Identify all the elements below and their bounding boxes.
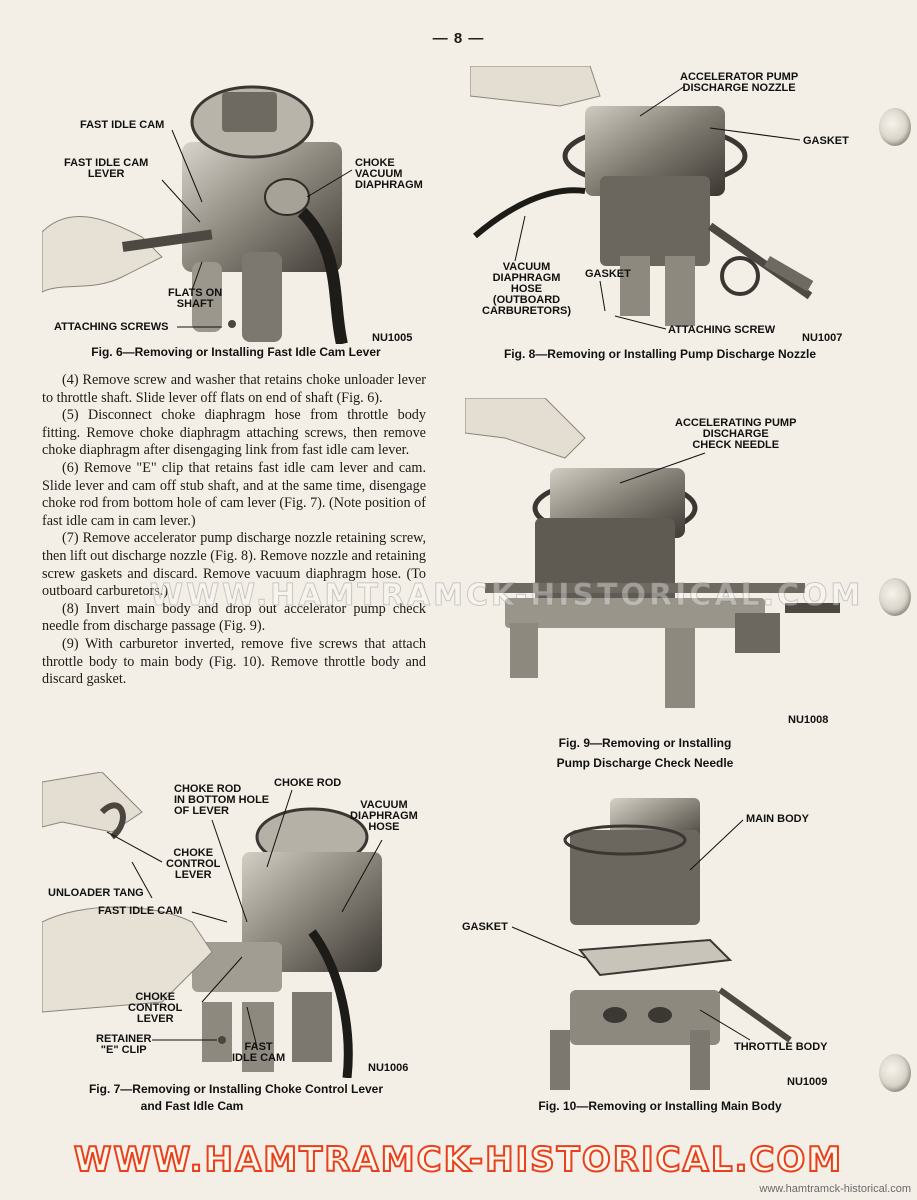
procedure-steps: (4) Remove screw and washer that retains… <box>42 372 426 689</box>
binder-hole-bottom <box>879 1054 911 1092</box>
label-choke-rod-hole: CHOKE ROD IN BOTTOM HOLE OF LEVER <box>174 783 270 817</box>
fig9-carburetor-photo <box>465 398 840 708</box>
label-gasket: GASKET <box>803 135 849 147</box>
fig7-caption-line1: Fig. 7—Removing or Installing Choke Cont… <box>88 1082 384 1096</box>
fig10-carburetor-photo <box>550 798 792 1090</box>
step-7: (7) Remove accelerator pump discharge no… <box>42 530 426 600</box>
step-4: (4) Remove screw and washer that retains… <box>42 372 426 406</box>
label-choke-rod: CHOKE ROD <box>274 777 342 789</box>
step-8: (8) Invert main body and drop out accele… <box>42 600 426 635</box>
fig7-caption-line2: and Fast Idle Cam <box>140 1099 244 1113</box>
fig9-caption-line1: Fig. 9—Removing or Installing <box>558 736 732 750</box>
label-gasket: GASKET <box>462 921 508 933</box>
binder-hole-middle <box>879 578 911 616</box>
fig9-caption-line2: Pump Discharge Check Needle <box>556 756 734 770</box>
label-gasket-2: GASKET <box>585 268 631 280</box>
footer-url: www.hamtramck-historical.com <box>759 1183 911 1195</box>
fig8-code: NU1007 <box>802 332 843 342</box>
binder-hole-top <box>879 108 911 146</box>
fig6-carburetor-photo <box>42 85 348 344</box>
figure-7: CHOKE ROD IN BOTTOM HOLE OF LEVER CHOKE … <box>42 772 430 1078</box>
label-vacuum-hose: VACUUM DIAPHRAGM HOSE <box>350 799 418 833</box>
label-choke-vacuum-diaphragm: CHOKE VACUUM DIAPHRAGM <box>355 157 423 191</box>
label-check-needle: ACCELERATING PUMP DISCHARGE CHECK NEEDLE <box>675 417 797 451</box>
fig6-caption: Fig. 6—Removing or Installing Fast Idle … <box>91 345 381 359</box>
step-6: (6) Remove "E" clip that retains fast id… <box>42 459 426 529</box>
label-choke-control-lever-2: CHOKE CONTROL LEVER <box>128 991 183 1025</box>
figure-10: MAIN BODY GASKET THROTTLE BODY NU1009 <box>460 790 855 1090</box>
label-attaching-screw: ATTACHING SCREW <box>668 324 776 336</box>
fig10-code: NU1009 <box>787 1076 828 1088</box>
fig10-caption: Fig. 10—Removing or Installing Main Body <box>538 1099 782 1113</box>
fig9-code: NU1008 <box>788 714 829 726</box>
label-unloader-tang: UNLOADER TANG <box>48 887 144 899</box>
step-9: (9) With carburetor inverted, remove fiv… <box>42 635 426 688</box>
fig8-carburetor-photo <box>470 66 814 326</box>
label-flats-on-shaft: FLATS ON SHAFT <box>168 287 223 310</box>
label-accel-pump-nozzle: ACCELERATOR PUMP DISCHARGE NOZZLE <box>680 71 799 94</box>
fig7-code: NU1006 <box>368 1062 409 1074</box>
figure-9: ACCELERATING PUMP DISCHARGE CHECK NEEDLE… <box>465 398 855 730</box>
label-main-body: MAIN BODY <box>746 813 809 825</box>
label-fast-idle-cam-lever: FAST IDLE CAM LEVER <box>64 157 149 180</box>
label-choke-control-lever: CHOKE CONTROL LEVER <box>166 847 221 881</box>
label-fast-idle-cam: FAST IDLE CAM <box>98 905 183 917</box>
center-watermark: WWW.HAMTRAMCK-HISTORICAL.COM <box>149 578 864 614</box>
fig6-code: NU1005 <box>372 332 413 344</box>
figure-8: ACCELERATOR PUMP DISCHARGE NOZZLE GASKET… <box>470 66 855 342</box>
label-fast-idle-cam: FAST IDLE CAM <box>80 119 165 131</box>
fig8-caption: Fig. 8—Removing or Installing Pump Disch… <box>503 347 817 361</box>
page-number: — 8 — <box>432 30 485 47</box>
footer-watermark: WWW.HAMTRAMCK-HISTORICAL.COM <box>73 1139 844 1181</box>
figure-6: FAST IDLE CAM FAST IDLE CAM LEVER CHOKE … <box>42 62 430 344</box>
label-attaching-screws: ATTACHING SCREWS <box>54 321 169 333</box>
label-vacuum-hose: VACUUM DIAPHRAGM HOSE (OUTBOARD CARBURET… <box>482 261 572 317</box>
label-fast-idle-cam-2: FAST IDLE CAM <box>232 1041 286 1064</box>
label-retainer-clip: RETAINER "E" CLIP <box>96 1033 152 1056</box>
label-throttle-body: THROTTLE BODY <box>734 1041 828 1053</box>
step-5: (5) Disconnect choke diaphragm hose from… <box>42 407 426 459</box>
